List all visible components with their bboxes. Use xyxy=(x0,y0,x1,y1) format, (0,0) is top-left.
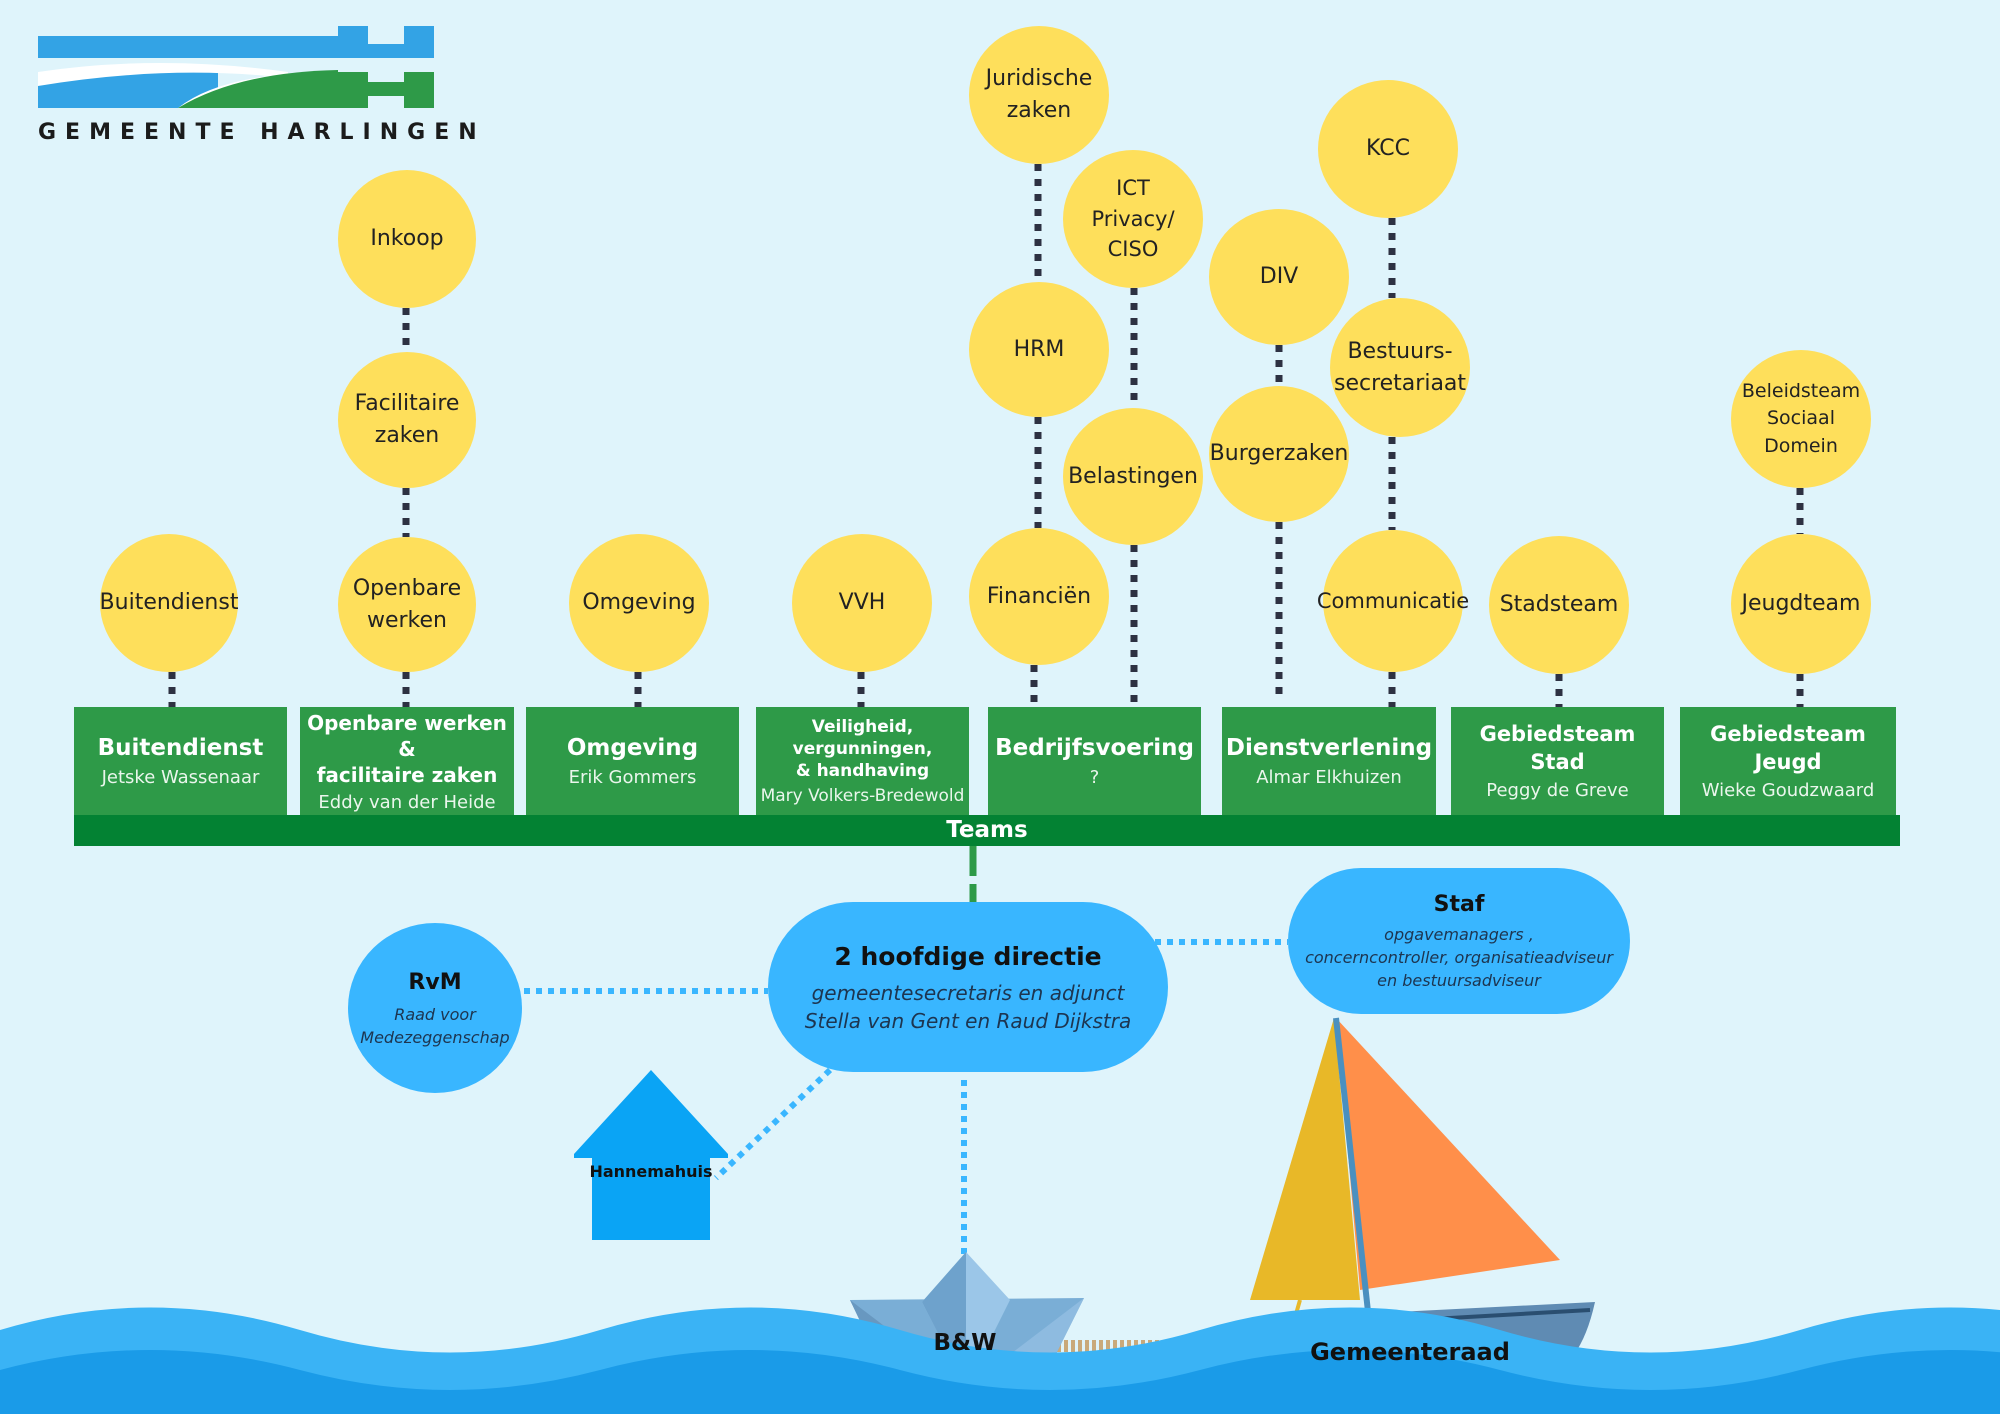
dept-head: Almar Elkhuizen xyxy=(1256,767,1402,789)
staf-node: Staf opgavemanagers , concerncontroller,… xyxy=(1288,868,1630,1014)
bw-label: B&W xyxy=(933,1330,997,1356)
staf-line1: opgavemanagers , xyxy=(1384,925,1534,944)
dept-name: Gebiedsteam Stad xyxy=(1479,722,1636,774)
dept-bedrijfsvoering: Bedrijfsvoering ? xyxy=(988,707,1201,815)
logo-text: GEMEENTE HARLINGEN xyxy=(38,120,486,145)
team-financien: Financiën xyxy=(969,528,1109,665)
dept-name: Veiligheid, vergunningen, & handhaving xyxy=(792,716,933,782)
dept-name: Omgeving xyxy=(566,734,699,761)
dept-head: Jetske Wassenaar xyxy=(101,767,260,789)
team-facilitaire-zaken: Facilitaire zaken xyxy=(338,352,476,488)
dept-name: Buitendienst xyxy=(97,734,264,761)
dept-name: Openbare werken & facilitaire zaken xyxy=(307,710,507,787)
team-kcc: KCC xyxy=(1318,80,1458,218)
team-belastingen: Belastingen xyxy=(1063,408,1203,545)
team-hrm: HRM xyxy=(969,282,1109,417)
dept-head: Mary Volkers-Bredewold xyxy=(760,786,965,807)
house-icon xyxy=(574,1070,728,1240)
dept-dienstverlening: Dienstverlening Almar Elkhuizen xyxy=(1222,707,1436,815)
directie-line1: gemeentesecretaris en adjunct xyxy=(811,980,1125,1005)
dept-head: Wieke Goudzwaard xyxy=(1701,779,1875,801)
team-ict: ICT Privacy/ CISO xyxy=(1063,150,1203,288)
team-div: DIV xyxy=(1209,209,1349,345)
directie-title: 2 hoofdige directie xyxy=(834,941,1102,971)
dept-head: ? xyxy=(1089,767,1100,789)
water-waves xyxy=(0,1307,2000,1414)
staf-line3: en bestuursadviseur xyxy=(1377,971,1541,990)
team-inkoop: Inkoop xyxy=(338,170,476,308)
team-vvh: VVH xyxy=(792,534,932,672)
team-stadsteam: Stadsteam xyxy=(1489,536,1629,674)
teams-bar: Teams xyxy=(74,815,1900,846)
dept-gebiedsteam-stad: Gebiedsteam Stad Peggy de Greve xyxy=(1451,707,1664,815)
dept-name: Gebiedsteam Jeugd xyxy=(1710,722,1866,774)
staf-line2: concerncontroller, organisatieadviseur xyxy=(1305,948,1613,967)
dept-head: Peggy de Greve xyxy=(1486,779,1629,801)
rvm-node: RvM Raad voor Medezeggenschap xyxy=(348,923,522,1093)
rvm-line2: Medezeggenschap xyxy=(360,1027,510,1047)
team-juridische-zaken: Juridische zaken xyxy=(969,26,1109,164)
rvm-title: RvM xyxy=(408,969,462,995)
team-burgerzaken: Burgerzaken xyxy=(1209,386,1349,522)
gemeenteraad-label: Gemeenteraad xyxy=(1310,1338,1510,1366)
team-bestuurssecretariaat: Bestuurs- secretariaat xyxy=(1330,298,1470,437)
dept-name: Bedrijfsvoering xyxy=(995,734,1194,761)
team-openbare-werken: Openbare werken xyxy=(338,537,476,672)
staf-title: Staf xyxy=(1433,892,1485,917)
directie-line2: Stella van Gent en Raud Dijkstra xyxy=(804,1008,1132,1033)
directie-node: 2 hoofdige directie gemeentesecretaris e… xyxy=(768,902,1168,1072)
team-communicatie: Communicatie xyxy=(1317,530,1469,672)
connector-hannemahuis xyxy=(713,1067,833,1181)
dept-head: Eddy van der Heide xyxy=(318,791,496,813)
dept-omgeving: Omgeving Erik Gommers xyxy=(526,707,739,815)
team-beleidsteam: Beleidsteam Sociaal Domein xyxy=(1731,350,1871,488)
dept-veiligheid: Veiligheid, vergunningen, & handhaving M… xyxy=(756,707,969,815)
dept-head: Erik Gommers xyxy=(568,767,697,789)
team-omgeving: Omgeving xyxy=(569,534,709,672)
dept-buitendienst: Buitendienst Jetske Wassenaar xyxy=(74,707,287,815)
team-jeugdteam: Jeugdteam xyxy=(1731,534,1871,674)
rvm-line1: Raad voor xyxy=(394,1004,476,1024)
gemeente-logo xyxy=(38,26,434,108)
team-buitendienst: Buitendienst xyxy=(100,534,238,672)
dept-openbare-werken: Openbare werken & facilitaire zaken Eddy… xyxy=(300,707,514,815)
hannemahuis-label: Hannemahuis xyxy=(589,1162,713,1181)
dept-name: Dienstverlening xyxy=(1225,734,1433,761)
dept-gebiedsteam-jeugd: Gebiedsteam Jeugd Wieke Goudzwaard xyxy=(1680,707,1896,815)
